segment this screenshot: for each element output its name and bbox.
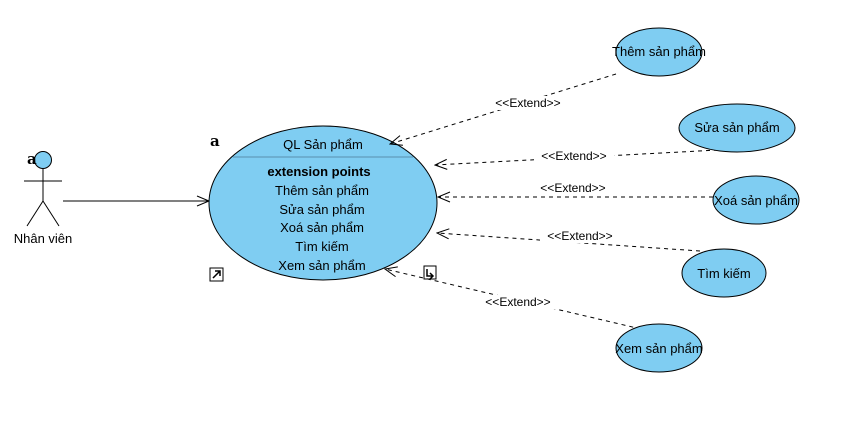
actor-abstract-mark: a	[27, 150, 37, 168]
extend-label: <<Extend>>	[495, 96, 560, 110]
actor-label: Nhân viên	[14, 231, 73, 246]
extend-label: <<Extend>>	[540, 181, 605, 195]
use-case-ellipse	[678, 103, 796, 153]
sub-diagram-icon[interactable]	[423, 265, 437, 280]
label-backing	[478, 295, 558, 309]
extend-label: <<Extend>>	[547, 229, 612, 243]
extension-point-item: Xoá sản phẩm	[280, 220, 364, 235]
use-case-tim-kiem[interactable]: Tìm kiếm	[681, 248, 767, 298]
abstract-mark: a	[210, 132, 220, 150]
use-case-them-san-pham[interactable]: Thêm sản phẩm	[612, 27, 706, 77]
extension-point-item: Thêm sản phẩm	[275, 183, 369, 198]
use-case-ellipse	[615, 27, 703, 77]
use-case-ellipse	[681, 248, 767, 298]
use-case-ellipse	[615, 323, 703, 373]
use-case-ql-san-pham[interactable]: QL Sản phẩm extension points Thêm sản ph…	[208, 125, 438, 281]
use-case-xem-san-pham[interactable]: Xem sản phẩm	[615, 323, 703, 373]
label-backing	[488, 96, 568, 110]
shortcut-icon[interactable]	[209, 267, 224, 282]
label-backing	[533, 181, 613, 195]
actor-nhan-vien[interactable]: a Nhân viên	[14, 150, 73, 246]
use-case-label: Tìm kiếm	[697, 266, 750, 281]
extension-point-item: Tìm kiếm	[295, 239, 348, 254]
label-backing	[534, 149, 614, 163]
use-case-label: Xoá sản phẩm	[714, 193, 798, 208]
actor-right-leg	[42, 200, 60, 227]
extension-points-title: extension points	[267, 164, 370, 179]
extend-label: <<Extend>>	[541, 149, 606, 163]
main-use-case-ellipse	[208, 125, 438, 281]
label-backing	[540, 229, 620, 243]
actor-left-leg	[26, 200, 44, 227]
use-case-label: Xem sản phẩm	[615, 341, 702, 356]
extend-label: <<Extend>>	[485, 295, 550, 309]
actor-head	[34, 151, 52, 169]
use-case-label: Sửa sản phẩm	[694, 120, 779, 135]
use-case-ellipse	[712, 175, 800, 225]
extension-point-item: Xem sản phẩm	[278, 258, 365, 273]
use-case-label: Thêm sản phẩm	[612, 44, 706, 59]
main-use-case-name: QL Sản phẩm	[283, 137, 363, 152]
use-case-sua-san-pham[interactable]: Sửa sản phẩm	[678, 103, 796, 153]
extension-point-item: Sửa sản phẩm	[279, 202, 364, 217]
use-case-xoa-san-pham[interactable]: Xoá sản phẩm	[712, 175, 800, 225]
